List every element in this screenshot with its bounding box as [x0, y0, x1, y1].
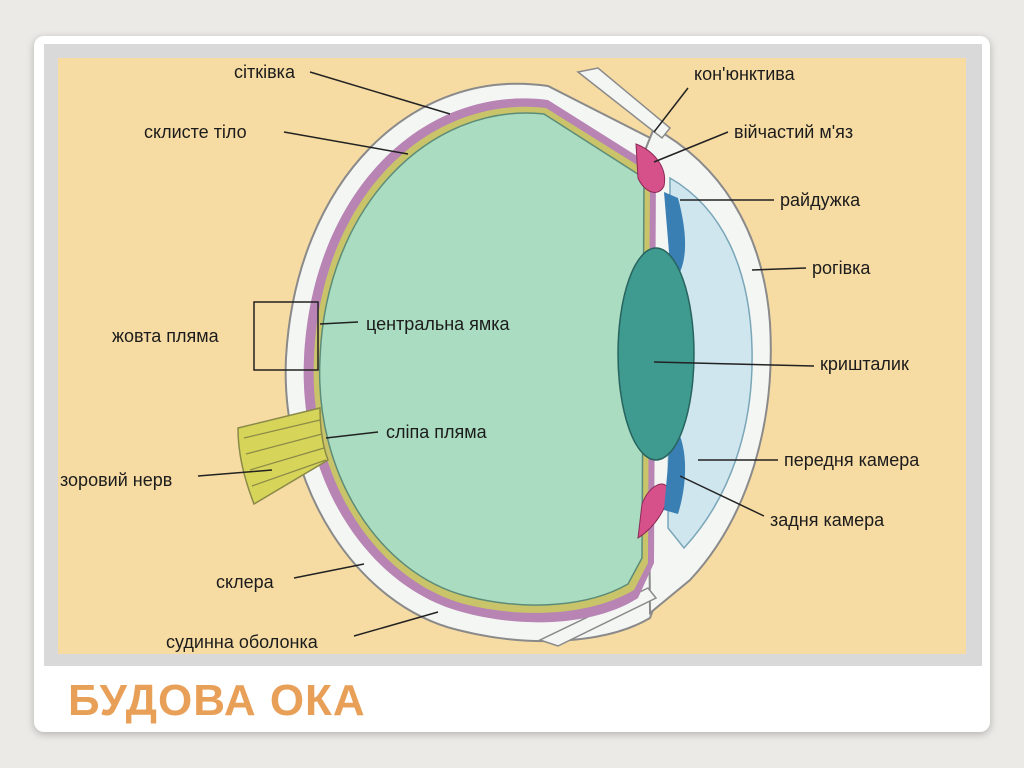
label-cornea: рогівка — [812, 258, 871, 278]
label-ciliary-muscle: війчастий м'яз — [734, 122, 853, 142]
leader-lines — [197, 71, 815, 637]
lens-shape — [617, 247, 695, 461]
iris-bottom — [664, 436, 686, 514]
label-iris: райдужка — [780, 190, 861, 210]
label-blind-spot: сліпа пляма — [386, 422, 488, 442]
label-anterior-chamber: передня камера — [784, 450, 920, 470]
label-macula: жовта пляма — [112, 326, 220, 346]
slide-title: БУДОВА ОКА — [68, 676, 366, 725]
iris-top — [664, 192, 686, 272]
label-optic-nerve: зоровий нерв — [60, 470, 172, 490]
conjunctiva-flap — [576, 67, 672, 140]
eye-diagram-svg: сітківка склисте тіло жовта пляма центра… — [58, 58, 966, 654]
label-vitreous-body: склисте тіло — [144, 122, 247, 142]
label-conjunctiva: кон'юнктива — [694, 64, 796, 84]
label-posterior-chamber: задня камера — [770, 510, 885, 530]
label-choroid: судинна оболонка — [166, 632, 319, 652]
ciliary-muscle-top — [635, 143, 666, 193]
label-lens: кришталик — [820, 354, 909, 374]
label-fovea: центральна ямка — [366, 314, 511, 334]
vitreous-body-area — [318, 112, 645, 606]
optic-nerve-shape — [237, 407, 329, 506]
label-sclera: склера — [216, 572, 275, 592]
eye-structure-diagram: сітківка склисте тіло жовта пляма центра… — [58, 58, 966, 654]
macula-bracket — [253, 301, 319, 371]
optic-nerve-fibers — [243, 419, 327, 487]
label-retina: сітківка — [234, 62, 296, 82]
